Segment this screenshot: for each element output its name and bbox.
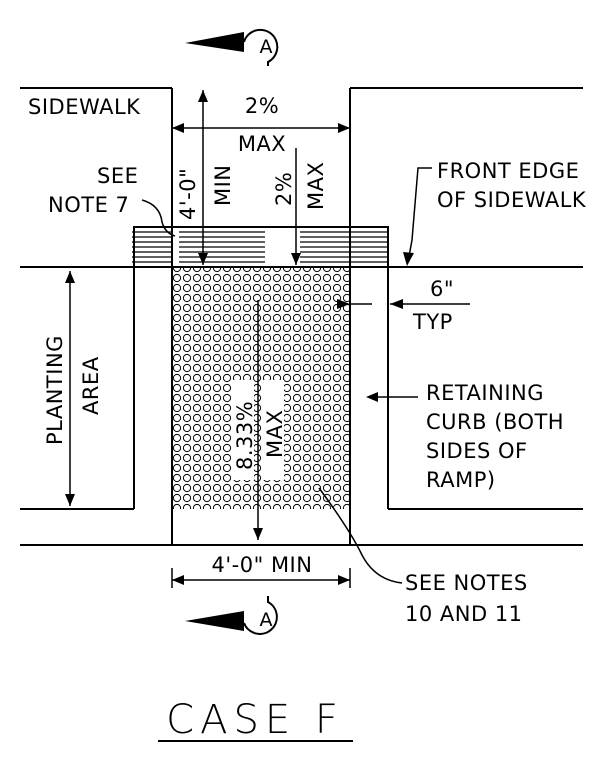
ramp-slope-suffix: MAX xyxy=(263,410,287,458)
sidewalk-label: SIDEWALK xyxy=(28,95,141,119)
planting-label-line1: PLANTING xyxy=(43,335,67,445)
section-marker-top: A xyxy=(185,28,279,66)
landing-slope-suffix: MAX xyxy=(304,162,328,210)
see-notes-leader xyxy=(318,487,403,584)
planting-label-line2: AREA xyxy=(79,356,103,415)
see-note-7-line2: NOTE 7 xyxy=(48,193,129,217)
curb-width-suffix: TYP xyxy=(412,310,453,334)
see-notes-line2: 10 AND 11 xyxy=(405,602,523,626)
detectable-warning-dots xyxy=(172,268,350,509)
top-slope-value: 2% xyxy=(245,94,279,118)
retaining-line2: CURB (BOTH xyxy=(426,410,564,434)
ramp-width-label: 4'-0" MIN xyxy=(212,553,313,577)
landing-depth-suffix: MIN xyxy=(211,164,235,206)
retaining-line4: RAMP) xyxy=(426,468,496,492)
section-marker-top-label: A xyxy=(260,36,273,58)
section-marker-bottom-label: A xyxy=(260,609,273,631)
front-edge-line1: FRONT EDGE xyxy=(437,159,579,183)
ramp-slope-value: 8.33% xyxy=(233,401,257,470)
section-marker-bottom: A xyxy=(185,596,278,635)
front-edge-line2: OF SIDEWALK xyxy=(437,188,587,212)
landing-depth-value: 4'-0" xyxy=(176,168,200,220)
drawing-title: CASE F xyxy=(166,697,344,743)
retaining-line1: RETAINING xyxy=(426,381,544,405)
see-note-7-line1: SEE xyxy=(97,164,138,188)
see-notes-line1: SEE NOTES xyxy=(405,571,528,595)
landing-hatching xyxy=(132,231,388,263)
see-note-7-leader xyxy=(141,199,176,237)
curb-width-value: 6" xyxy=(430,277,454,301)
top-slope-max: MAX xyxy=(238,132,286,156)
front-edge-leader xyxy=(407,167,432,263)
landing-slope-value: 2% xyxy=(272,172,296,206)
retaining-line3: SIDES OF xyxy=(426,439,528,463)
